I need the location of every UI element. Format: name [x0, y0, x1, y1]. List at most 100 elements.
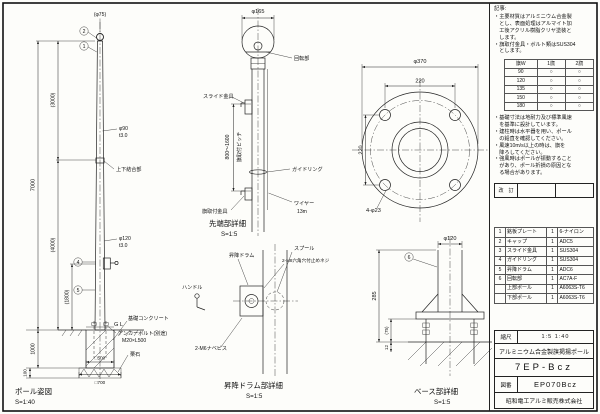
bolt-hole: [449, 109, 461, 121]
dim-1000: 1000: [31, 343, 37, 354]
cell: 1: [546, 246, 559, 257]
cell: 1: [546, 236, 559, 248]
cell: ○: [564, 76, 595, 86]
callout-5: 5: [77, 288, 80, 294]
cell: 1: [546, 283, 559, 295]
cell: ○: [564, 93, 595, 103]
cell: A6063S-T6: [557, 293, 594, 304]
cell: 1: [546, 264, 559, 276]
label-pitch: 旗取付ピッチ: [236, 132, 243, 163]
pole-view-caption: ポール姿図: [15, 387, 52, 396]
cell: 1: [546, 227, 559, 238]
label-wire-length: 13m: [297, 209, 307, 215]
drum-view-caption: 昇降ドラム部詳細: [224, 381, 283, 390]
cell: 4: [494, 255, 506, 267]
bolt-hole: [379, 179, 391, 191]
cell: 銘板プレート: [504, 227, 548, 238]
label-handle: ハンドル: [182, 285, 202, 291]
drum-detail-view: ハンドル 昇降ドラム スプール 2-M8六角穴付止めネジ 2-M6ナベビス 昇降…: [182, 244, 330, 400]
label-spool: スプール: [294, 246, 314, 252]
drum-housing: [239, 285, 264, 317]
base-plate: [415, 311, 485, 320]
flange-outer: [361, 91, 479, 209]
cell: ○: [536, 84, 566, 95]
note-line: 降ろしてください。: [494, 149, 546, 156]
cell: 1: [546, 274, 559, 285]
cell: SUS304: [557, 246, 594, 257]
note-line: ・基礎寸法は地耐力及び標準風速: [494, 115, 572, 122]
pole-view-scale: S=1:40: [15, 399, 35, 406]
cell: ○: [564, 101, 595, 112]
spool: [265, 291, 285, 311]
label-drum: 昇降ドラム: [229, 252, 254, 259]
dim-220-vertical: 220: [359, 145, 365, 154]
cell: 2: [494, 236, 506, 248]
base-view-caption: ベース部詳細: [414, 387, 458, 396]
flag-size-table: 旗W 1旒 2旒 90○○ 120○○ 135○○ 150○○ 180○○: [504, 59, 595, 112]
drum-view-scale: S=1:5: [246, 393, 263, 400]
note-line: とし、表面処理はアルマイト加: [494, 20, 572, 27]
bolt-hole: [449, 179, 461, 191]
label-slide: スライド金具: [203, 93, 234, 100]
dim-12: 12: [384, 345, 389, 351]
cell: 90: [504, 67, 538, 78]
cell: 135: [504, 84, 538, 95]
cell: 上部ポール: [504, 283, 548, 295]
dim-285: 285: [372, 291, 378, 300]
cell: A6063S-T6: [557, 283, 594, 295]
cell: 120: [504, 76, 538, 86]
notes-block-2: ・基礎寸法は地耐力及び標準風速 を基準に設計しています。 ・建柱時は水平器を用い…: [494, 115, 594, 177]
dim-phi165: φ165: [252, 9, 265, 15]
panel-spacer: [494, 198, 594, 224]
label-pan-screw: 2-M6ナベビス: [195, 345, 227, 352]
label-guide-ring: ガイドリング: [292, 166, 323, 173]
cell: 1: [494, 227, 506, 238]
dim-75: (75): [384, 326, 389, 335]
cell: 3: [494, 246, 506, 257]
label-rotating: 回転部: [294, 55, 309, 62]
right-info-panel: 記事: ・主要材質はアルミニウム合金製 とし、表面処理はアルマイト加 工後アクリ…: [489, 3, 597, 411]
dim-700: □700: [95, 380, 106, 385]
note-line: があり、ポール折損の原因とな: [494, 163, 572, 170]
cell: [494, 283, 506, 295]
note-line: ・強風時はポールが振動すること: [494, 156, 572, 163]
tip-detail-view: φ165 800〜1600 旗取付ピッチ 回転部 スライド金具 ガイドリング 旗…: [202, 8, 323, 238]
dim-220-horizontal: 220: [415, 79, 424, 85]
slide-fitting: [244, 99, 253, 115]
label-bolt-holes: 4-φ23: [366, 208, 381, 214]
label-anchor-size: M20×L500: [122, 338, 146, 344]
panel-spacer: [494, 304, 594, 330]
dim-phi370: φ370: [414, 59, 427, 65]
dim-phi120: φ120: [444, 236, 457, 242]
label-phi90: φ90: [119, 126, 128, 132]
label-anchor-bolt: アンカーボルト(別途): [118, 330, 167, 337]
tip-view-scale: S=1:5: [221, 231, 238, 238]
scale-values: 1:5 1:40: [541, 334, 570, 341]
dim-1800: (1800): [65, 289, 71, 304]
cell: 150: [504, 93, 538, 103]
label-wire: ワイヤー: [294, 201, 314, 207]
note-line: ・建柱時は水平器を用い、ポール: [494, 129, 572, 135]
note-line: とします。: [494, 48, 525, 55]
revision-cell: [556, 184, 593, 197]
cell: 180: [504, 101, 538, 112]
pole-finial-ball: [96, 33, 104, 41]
cell: 6: [494, 274, 506, 285]
cell: ○: [536, 93, 566, 103]
label-gl: G L: [114, 322, 123, 328]
dim-3000: (3000): [51, 92, 57, 107]
drawing-number-row: 図番 EP070Bcz: [495, 376, 593, 393]
cell: 1: [546, 255, 559, 267]
cell: ○: [536, 101, 566, 112]
guide-ring: [249, 169, 267, 175]
base-detail-view: φ120 6 285 (75) 12 ベース部詳細: [372, 236, 493, 406]
cell: 5: [494, 264, 506, 276]
notes-block-1: 記事: ・主要材質はアルミニウム合金製 とし、表面処理はアルマイト加 工後アクリ…: [494, 6, 594, 55]
pole-elevation-view: 2 1 4 5 (φ75) 7000 (3000) (4000) (1800) …: [15, 12, 169, 406]
flag-col-header: 旗W: [504, 59, 538, 69]
revision-strip: 改 訂: [494, 183, 594, 199]
label-flag-bracket: 旗取付金具: [202, 208, 227, 215]
